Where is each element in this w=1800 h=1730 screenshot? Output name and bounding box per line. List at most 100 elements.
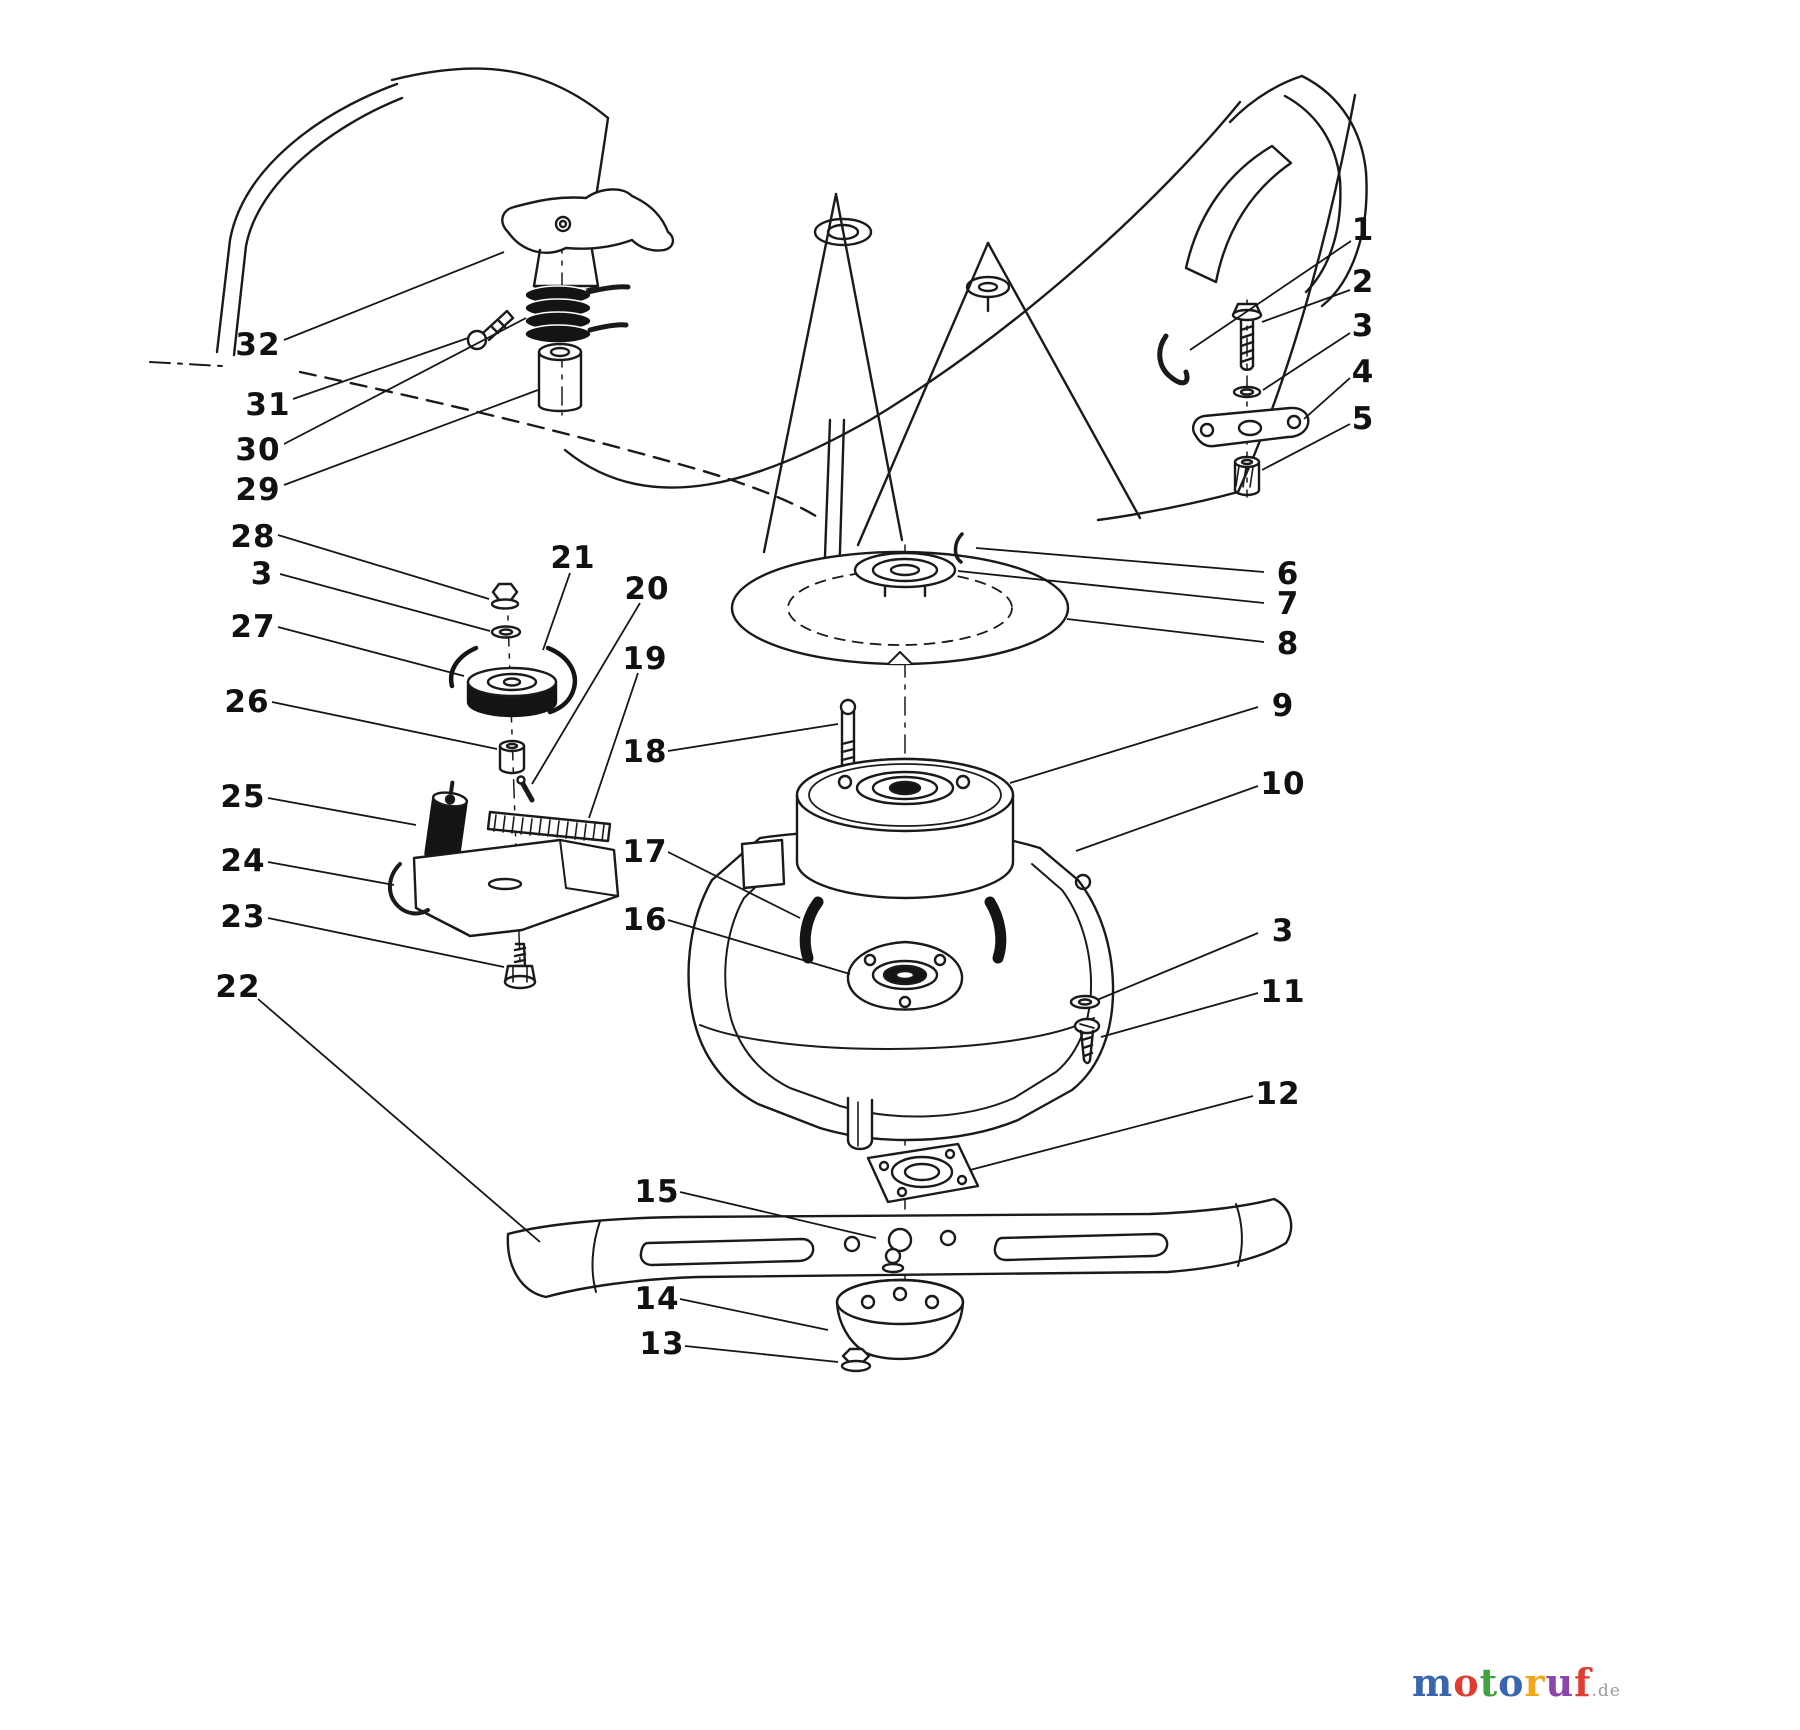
part-bolt-11	[1073, 1017, 1101, 1065]
part-pin-20	[516, 775, 535, 803]
leader-line-9	[1009, 706, 1259, 784]
callout-label-2: 2	[1352, 264, 1375, 300]
deck-outline	[149, 67, 1357, 585]
leader-line-31	[292, 337, 469, 400]
leader-line-18	[667, 723, 839, 752]
part-nut-28	[490, 582, 520, 610]
leader-line-7	[957, 570, 1265, 604]
watermark-logo: motoruf.de	[1412, 1660, 1621, 1705]
watermark-letter: u	[1545, 1660, 1575, 1705]
leader-line-8	[1066, 618, 1265, 643]
leader-line-25	[267, 797, 417, 826]
callout-label-11: 11	[1260, 974, 1305, 1010]
callout-label-13: 13	[639, 1326, 684, 1362]
callout-label-6: 6	[1277, 556, 1300, 592]
part-wire-guide-21	[448, 645, 578, 715]
part-spacer-5	[1233, 455, 1261, 497]
watermark-letter: m	[1412, 1660, 1454, 1705]
callout-label-7: 7	[1277, 586, 1300, 622]
leader-line-3	[1096, 932, 1259, 1001]
watermark-letter: r	[1524, 1660, 1546, 1705]
part-nut-13	[840, 1347, 872, 1373]
callout-label-27: 27	[230, 609, 275, 645]
part-spring-30	[524, 284, 631, 344]
watermark-letter: t	[1479, 1660, 1499, 1705]
callout-label-30: 30	[235, 432, 280, 468]
leader-line-22	[257, 998, 541, 1243]
callout-labels: 3231302928327262524232221201918171615141…	[215, 212, 1375, 1362]
leader-line-26	[271, 701, 498, 750]
leader-line-29	[283, 389, 539, 486]
callout-label-14: 14	[634, 1281, 679, 1317]
callout-label-25: 25	[220, 779, 265, 815]
leader-line-14	[679, 1298, 829, 1331]
leader-line-2	[1261, 289, 1351, 323]
watermark-letter: o	[1498, 1660, 1525, 1705]
callout-label-29: 29	[235, 472, 280, 508]
leader-line-28	[277, 534, 490, 600]
part-roller-25	[424, 780, 469, 864]
callout-label-23: 23	[220, 899, 265, 935]
callout-label-18: 18	[622, 734, 667, 770]
part-spacer-26	[498, 739, 526, 775]
part-blade-bolt-15	[881, 1247, 905, 1274]
callout-label-3: 3	[251, 556, 274, 592]
leader-line-16	[667, 919, 851, 975]
leader-line-4	[1303, 377, 1351, 420]
part-disc-8	[730, 550, 1070, 666]
part-washer-3-top-right	[1232, 385, 1262, 399]
leader-line-20	[531, 602, 641, 785]
callout-label-10: 10	[1260, 766, 1305, 802]
part-clip-24	[388, 862, 430, 916]
leader-line-19	[588, 672, 639, 819]
part-brake-drum-9	[795, 757, 1015, 900]
part-key-6	[953, 532, 964, 564]
leader-line-24	[267, 861, 395, 886]
callout-label-4: 4	[1352, 354, 1375, 390]
callout-label-3: 3	[1352, 308, 1375, 344]
leader-line-13	[684, 1345, 839, 1363]
leader-line-27	[277, 626, 465, 677]
callout-label-31: 31	[245, 387, 290, 423]
callout-label-17: 17	[622, 834, 667, 870]
callout-label-26: 26	[224, 684, 269, 720]
part-bolt-23	[503, 942, 537, 990]
leader-line-23	[267, 917, 505, 968]
part-blade-22	[506, 1197, 1293, 1299]
leader-line-15	[679, 1191, 877, 1239]
callout-label-12: 12	[1255, 1076, 1300, 1112]
part-idler-pulley-27	[448, 645, 578, 718]
leader-line-6	[975, 547, 1265, 573]
deck-grommet	[813, 217, 873, 247]
part-cover-14	[835, 1278, 965, 1361]
part-spring-rod-19	[486, 810, 612, 843]
callout-label-3: 3	[1272, 913, 1295, 949]
leader-line-30	[283, 317, 527, 445]
part-arm-4	[1192, 406, 1310, 448]
leader-line-3	[279, 573, 491, 632]
leader-line-1	[1189, 240, 1352, 351]
part-blade-driver-12	[866, 1142, 980, 1204]
callout-leader-lines	[257, 240, 1352, 1363]
callout-label-20: 20	[624, 571, 669, 607]
callout-label-1: 1	[1352, 212, 1375, 248]
part-bolt-31	[466, 309, 515, 351]
leader-line-10	[1075, 785, 1259, 852]
callout-label-5: 5	[1352, 401, 1375, 437]
handle-bracket	[1184, 74, 1368, 308]
part-bracket-24	[388, 838, 620, 938]
part-pin-18	[839, 698, 857, 769]
callout-label-15: 15	[634, 1174, 679, 1210]
part-brake-pads-17	[799, 896, 1007, 964]
watermark-suffix: .de	[1591, 1681, 1621, 1701]
callout-label-28: 28	[230, 519, 275, 555]
part-sleeve-29	[537, 342, 583, 413]
callout-label-21: 21	[550, 540, 595, 576]
part-hub-7	[853, 551, 957, 598]
leader-line-32	[283, 251, 505, 341]
leader-line-3	[1262, 332, 1351, 391]
watermark-letters: motoruf	[1412, 1660, 1592, 1705]
callout-label-24: 24	[220, 843, 265, 879]
deck-cap	[965, 275, 1011, 313]
